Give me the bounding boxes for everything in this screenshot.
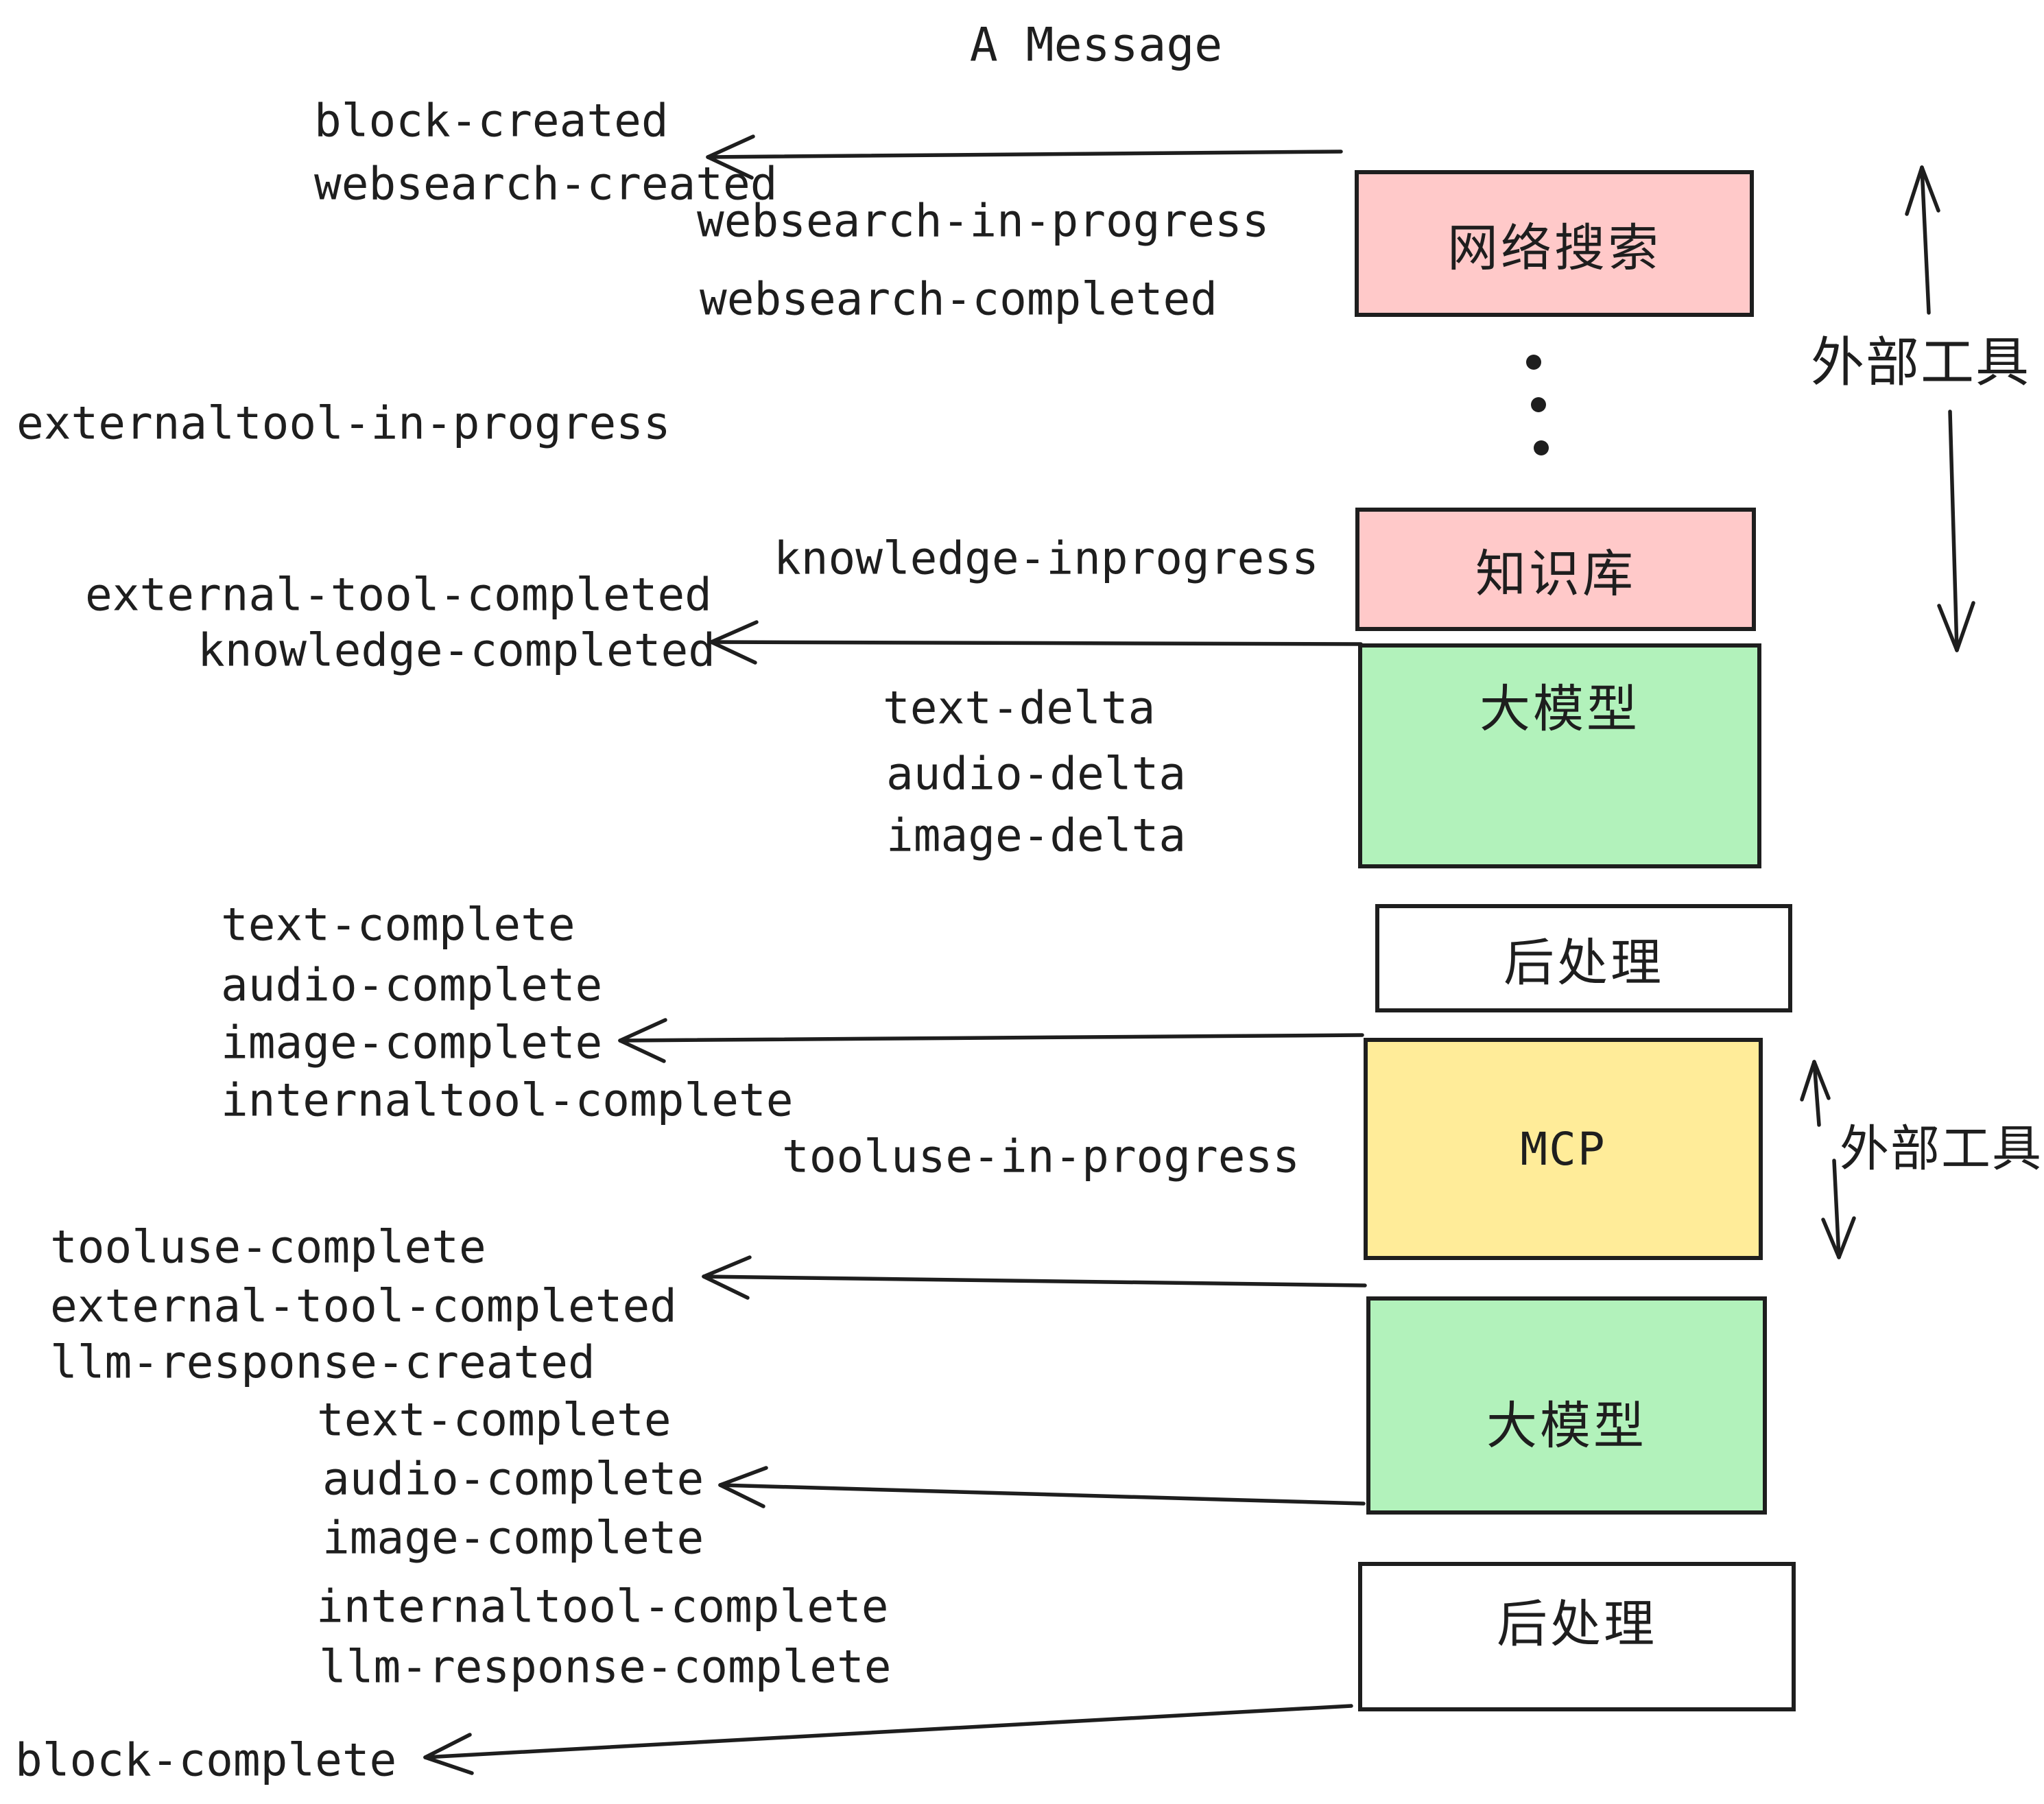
node-post-2: 后处理	[1358, 1562, 1796, 1711]
node-mcp: MCP	[1364, 1038, 1763, 1260]
node-knowledge-label: 知识库	[1475, 545, 1636, 602]
event-label-external-tool-completed-2: external-tool-completed	[50, 1279, 677, 1333]
arrow-llm1-to-knowledge-completed	[709, 620, 1363, 665]
event-label-tooluse-in-progress: tooluse-in-progress	[782, 1130, 1300, 1183]
node-llm-2: 大模型	[1366, 1296, 1767, 1515]
event-label-llm-response-created: llm-response-created	[50, 1336, 595, 1389]
node-llm-1: 大模型	[1358, 643, 1761, 868]
arrow-websearch-to-created	[706, 134, 1343, 180]
event-label-websearch-created: websearch-created	[314, 157, 778, 211]
event-label-image-delta: image-delta	[886, 809, 1187, 862]
event-label-image-complete: image-complete	[221, 1016, 603, 1069]
node-knowledge: 知识库	[1355, 508, 1756, 631]
external-tools-up-arrow-top	[1905, 165, 1940, 315]
arrow-post2-to-block-complete	[423, 1704, 1353, 1775]
external-tools-down-arrow-mid	[1821, 1159, 1856, 1259]
event-label-image-complete-2: image-complete	[322, 1511, 704, 1565]
external-tools-label-mid: 外部工具	[1839, 1121, 2043, 1177]
node-post-2-label: 后处理	[1497, 1595, 1657, 1652]
arrow-llm2-to-tooluse-complete	[702, 1255, 1367, 1300]
external-tools-label-top: 外部工具	[1810, 332, 2031, 392]
event-label-externaltool-in-progress: externaltool-in-progress	[16, 396, 671, 450]
event-label-block-complete: block-complete	[15, 1733, 397, 1787]
event-label-audio-complete-2: audio-complete	[322, 1452, 704, 1506]
event-label-internaltool-complete-2: internaltool-complete	[316, 1580, 889, 1633]
node-websearch-label: 网络搜索	[1447, 219, 1661, 276]
event-label-tooluse-complete: tooluse-complete	[50, 1220, 486, 1274]
external-tools-down-arrow-top	[1937, 410, 1975, 652]
event-label-knowledge-completed: knowledge-completed	[198, 624, 715, 677]
event-label-internaltool-complete: internaltool-complete	[221, 1073, 794, 1127]
arrow-mcp-to-complete	[618, 1018, 1364, 1063]
event-label-audio-complete: audio-complete	[221, 958, 603, 1012]
diagram-title: A Message	[969, 18, 1223, 73]
event-label-block-created: block-created	[314, 94, 669, 147]
node-post-1: 后处理	[1375, 904, 1792, 1012]
node-post-1-label: 后处理	[1504, 934, 1664, 991]
node-llm-2-label: 大模型	[1486, 1397, 1647, 1454]
external-tools-up-arrow-mid	[1800, 1060, 1831, 1127]
event-label-audio-delta: audio-delta	[886, 747, 1187, 800]
arrow-llm2-to-audio-complete	[718, 1466, 1366, 1508]
node-llm-1-label: 大模型	[1479, 680, 1640, 737]
event-label-knowledge-inprogress: knowledge-inprogress	[774, 532, 1319, 585]
ellipsis-dots	[1526, 355, 1549, 455]
event-label-text-complete-2: text-complete	[317, 1393, 672, 1447]
event-label-llm-response-complete: llm-response-complete	[319, 1640, 892, 1694]
node-mcp-label: MCP	[1520, 1122, 1606, 1176]
event-label-text-delta: text-delta	[883, 681, 1156, 735]
event-label-external-tool-completed: external-tool-completed	[85, 568, 712, 621]
node-websearch: 网络搜索	[1355, 170, 1754, 317]
event-label-websearch-in-progress: websearch-in-progress	[697, 194, 1270, 248]
event-label-websearch-completed: websearch-completed	[700, 272, 1217, 326]
event-label-text-complete: text-complete	[221, 898, 575, 951]
